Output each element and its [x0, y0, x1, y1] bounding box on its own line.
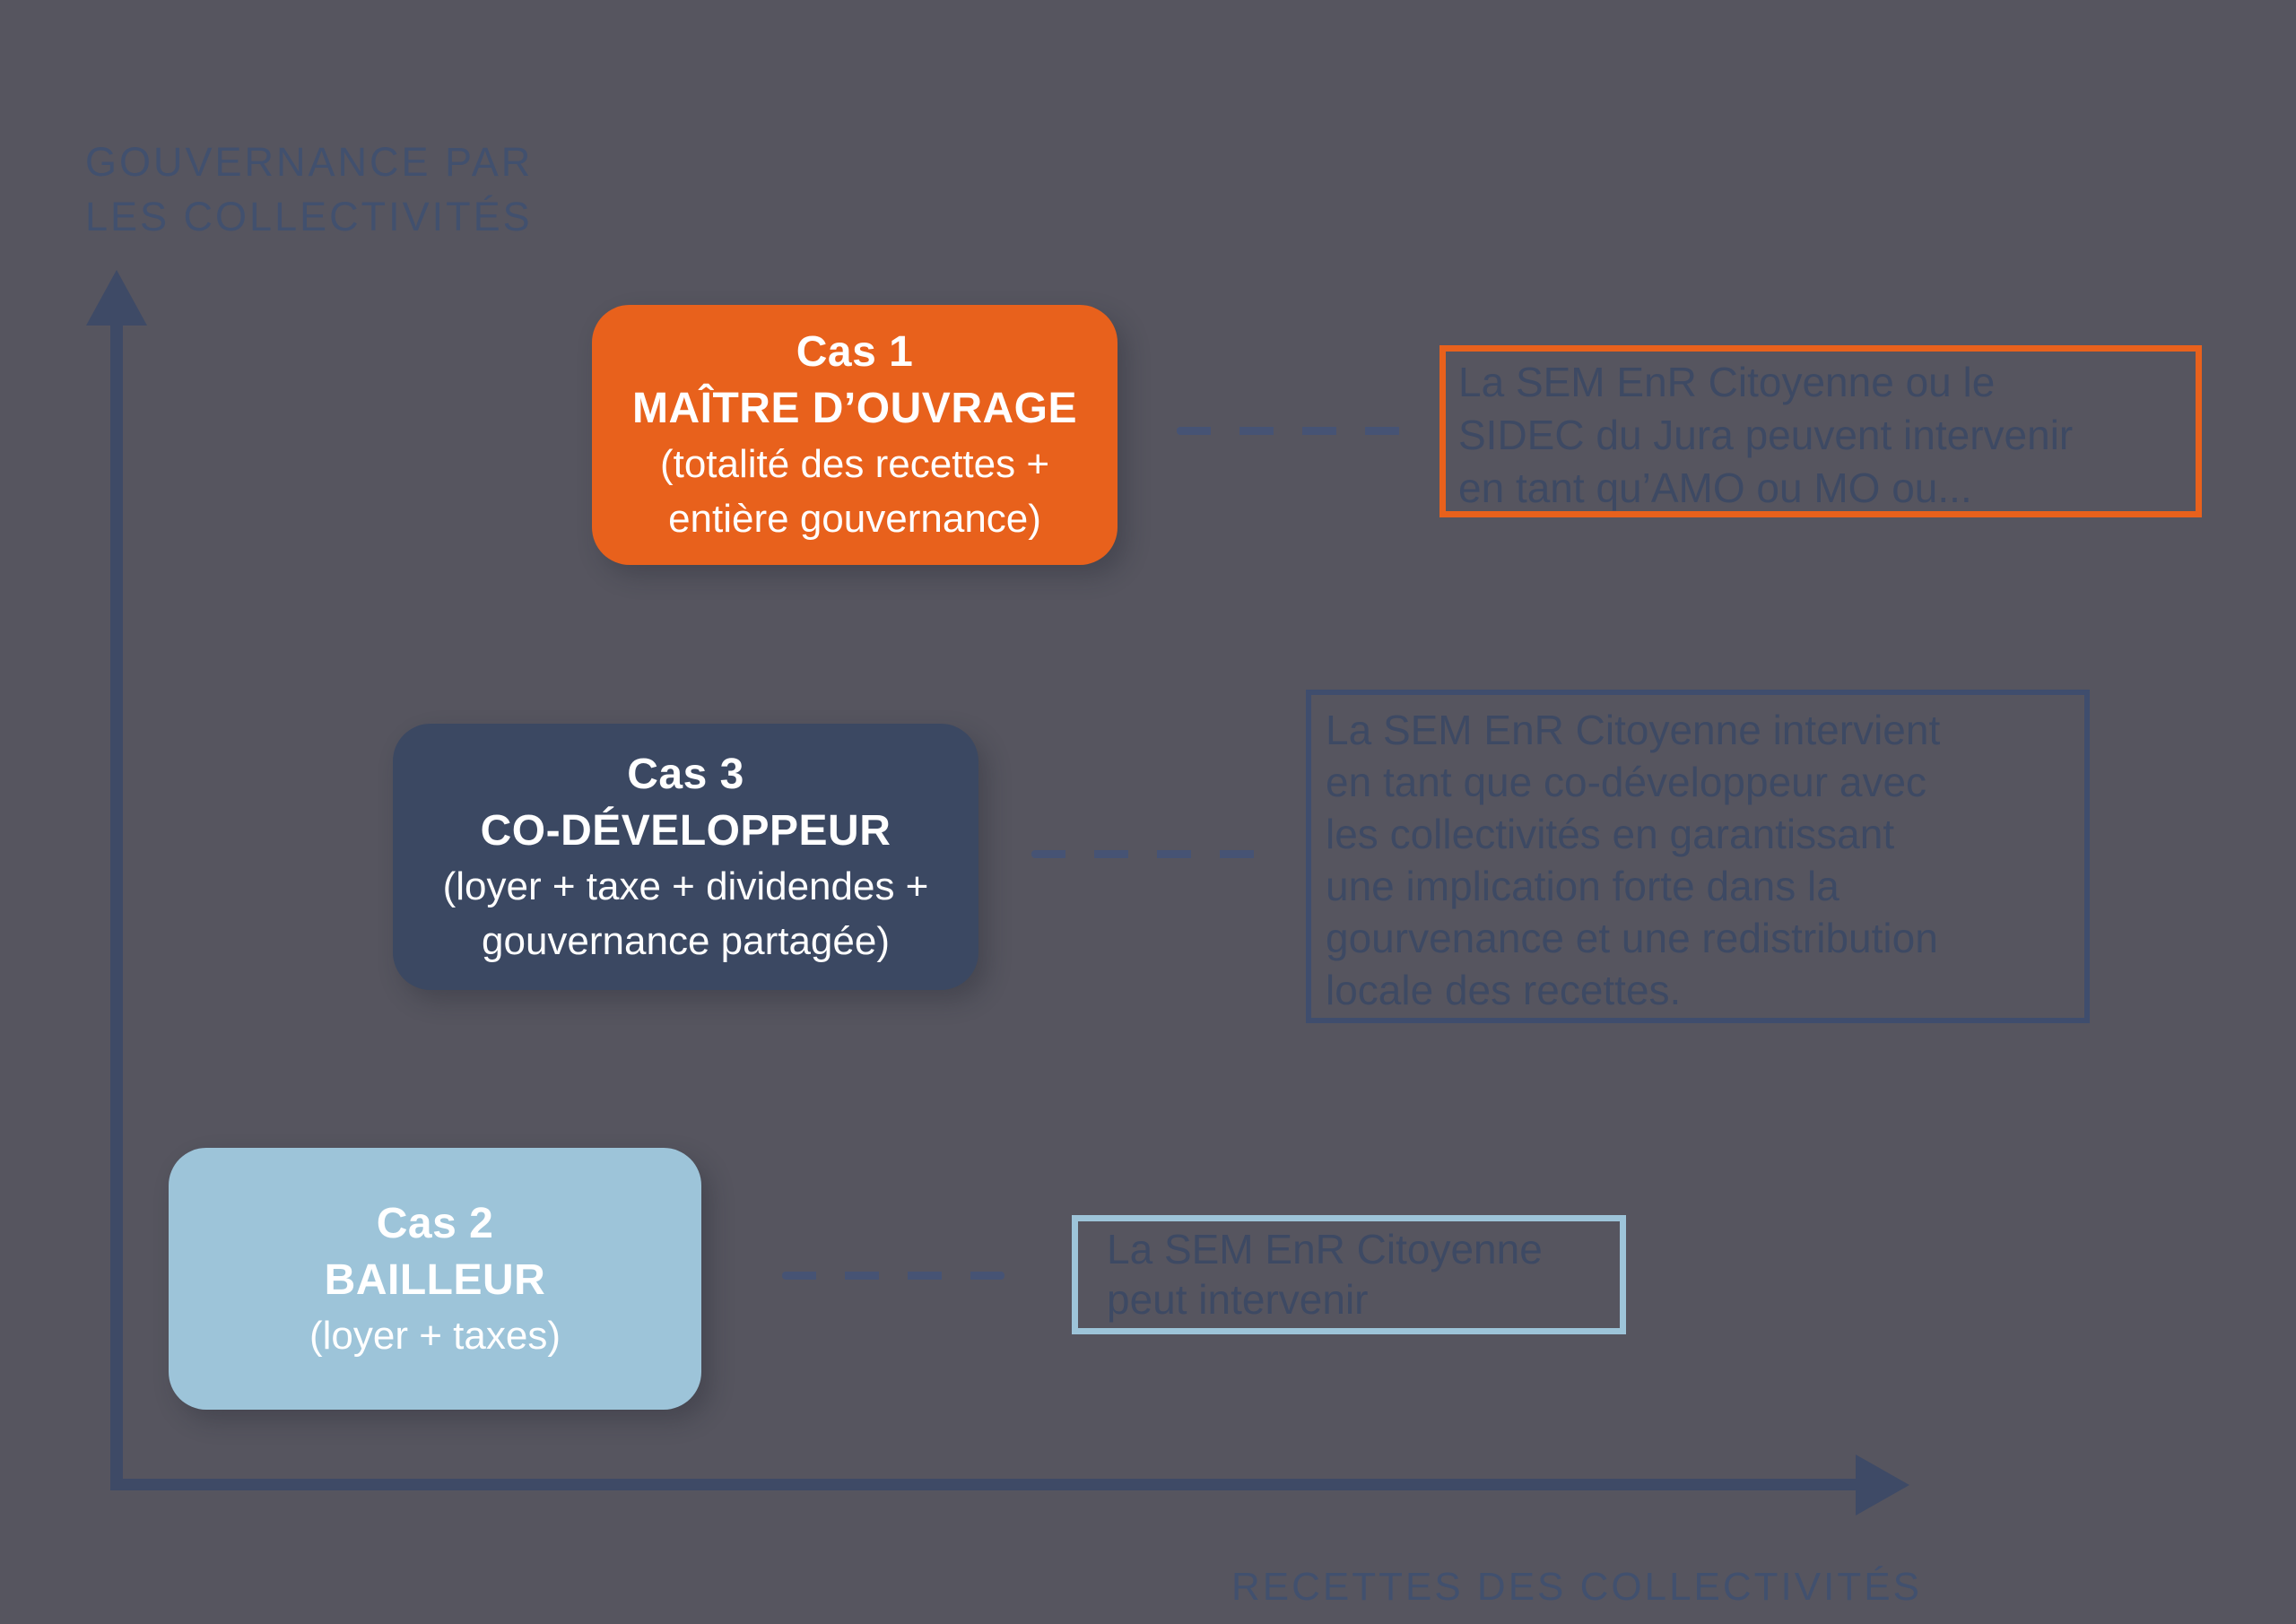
connector-cas-2: [782, 1272, 1004, 1280]
x-axis-arrow-icon: [1856, 1455, 1909, 1515]
note-text: La SEM EnR Citoyenne peut intervenir: [1107, 1226, 1543, 1323]
connector-cas-3: [1031, 850, 1257, 858]
case-detail: (loyer + taxes): [309, 1313, 561, 1358]
note-cas-1: La SEM EnR Citoyenne ou le SIDEC du Jura…: [1439, 345, 2202, 517]
case-detail: (totalité des recettes + entière gouvern…: [659, 442, 1050, 541]
note-cas-2: La SEM EnR Citoyenne peut intervenir: [1072, 1215, 1626, 1334]
case-role: CO-DÉVELOPPEUR: [480, 806, 891, 855]
case-role: BAILLEUR: [324, 1255, 546, 1304]
note-cas-3: La SEM EnR Citoyenne intervient en tant …: [1306, 690, 2090, 1023]
case-box-cas-3: Cas 3 CO-DÉVELOPPEUR (loyer + taxe + div…: [393, 724, 978, 990]
note-text: La SEM EnR Citoyenne intervient en tant …: [1326, 707, 1941, 1013]
y-axis-line: [110, 321, 123, 1490]
case-title: Cas 3: [627, 750, 744, 798]
case-box-cas-2: Cas 2 BAILLEUR (loyer + taxes): [169, 1148, 701, 1410]
x-axis-label: RECETTES DES COLLECTIVITÉS: [1231, 1565, 1922, 1609]
case-title: Cas 2: [376, 1199, 494, 1247]
y-axis-label: GOUVERNANCE PAR LES COLLECTIVITÉS: [85, 139, 534, 239]
case-role: MAÎTRE D’OUVRAGE: [631, 385, 1077, 432]
note-text: La SEM EnR Citoyenne ou le SIDEC du Jura…: [1458, 359, 2074, 511]
case-detail: (loyer + taxe + dividendes + gouvernance…: [442, 864, 929, 963]
case-box-cas-1: Cas 1 MAÎTRE D’OUVRAGE (totalité des rec…: [592, 305, 1118, 565]
connector-cas-1: [1177, 427, 1403, 435]
case-title: Cas 1: [796, 328, 914, 376]
x-axis-line: [110, 1479, 1857, 1490]
y-axis-arrow-icon: [86, 270, 147, 326]
